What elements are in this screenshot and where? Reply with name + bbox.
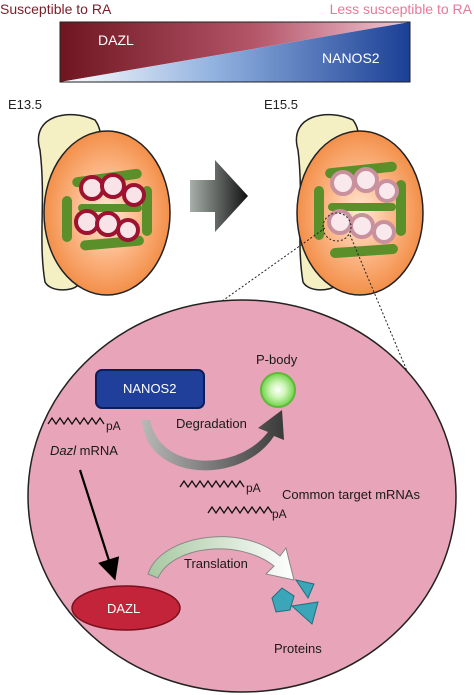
- stage-e13-5-label: E13.5: [8, 97, 42, 112]
- germ-cells-left: [74, 173, 146, 242]
- germ-cells-right: [327, 167, 399, 244]
- nanos2-box: [95, 369, 205, 409]
- common-mrna-polya-label-2: pA: [272, 507, 287, 521]
- nanos2-gradient-wedge: [60, 22, 410, 82]
- zoom-source-cell: [322, 212, 352, 242]
- dazl-mrna-squiggle: [47, 416, 105, 426]
- testis-e15-5: [295, 113, 424, 296]
- translation-dazl-arrow: [78, 469, 120, 581]
- nanos2-box-label: NANOS2: [123, 381, 177, 396]
- testis-e13-5: [37, 113, 171, 296]
- protein-shapes: [271, 579, 319, 625]
- dazl-mrna-polya-label: pA: [106, 419, 121, 433]
- less-susceptible-label: Less susceptible to RA: [329, 1, 472, 17]
- mrna-suffix: mRNA: [76, 443, 118, 458]
- stage-e15-5-label: E15.5: [264, 97, 298, 112]
- p-body: [260, 372, 296, 408]
- p-body-label: P-body: [256, 352, 298, 367]
- susceptible-label: Susceptible to RA: [0, 1, 112, 17]
- translation-arrow: [147, 536, 295, 581]
- nanos2-gradient-label: NANOS2: [322, 50, 380, 66]
- gradient-bar-frame: [59, 21, 411, 83]
- dazl-protein: [71, 585, 181, 631]
- degradation-label: Degradation: [176, 416, 247, 431]
- zoom-line-right: [349, 234, 416, 391]
- degradation-arrow: [142, 410, 284, 471]
- common-mrna-squiggle-1: [179, 479, 245, 489]
- translation-label: Translation: [184, 556, 248, 571]
- proteins-label: Proteins: [274, 641, 322, 656]
- dazl-protein-label: DAZL: [107, 601, 141, 616]
- dazl-gradient-label: DAZL: [98, 32, 134, 48]
- progression-arrow: [190, 160, 248, 232]
- dazl-gene-name: Dazl: [50, 443, 77, 458]
- common-mrna-polya-label-1: pA: [246, 481, 261, 495]
- dazl-mrna-label: Dazl mRNA: [50, 443, 118, 458]
- common-mrna-squiggle-2: [207, 505, 273, 515]
- common-target-mrnas-label: Common target mRNAs: [282, 487, 420, 502]
